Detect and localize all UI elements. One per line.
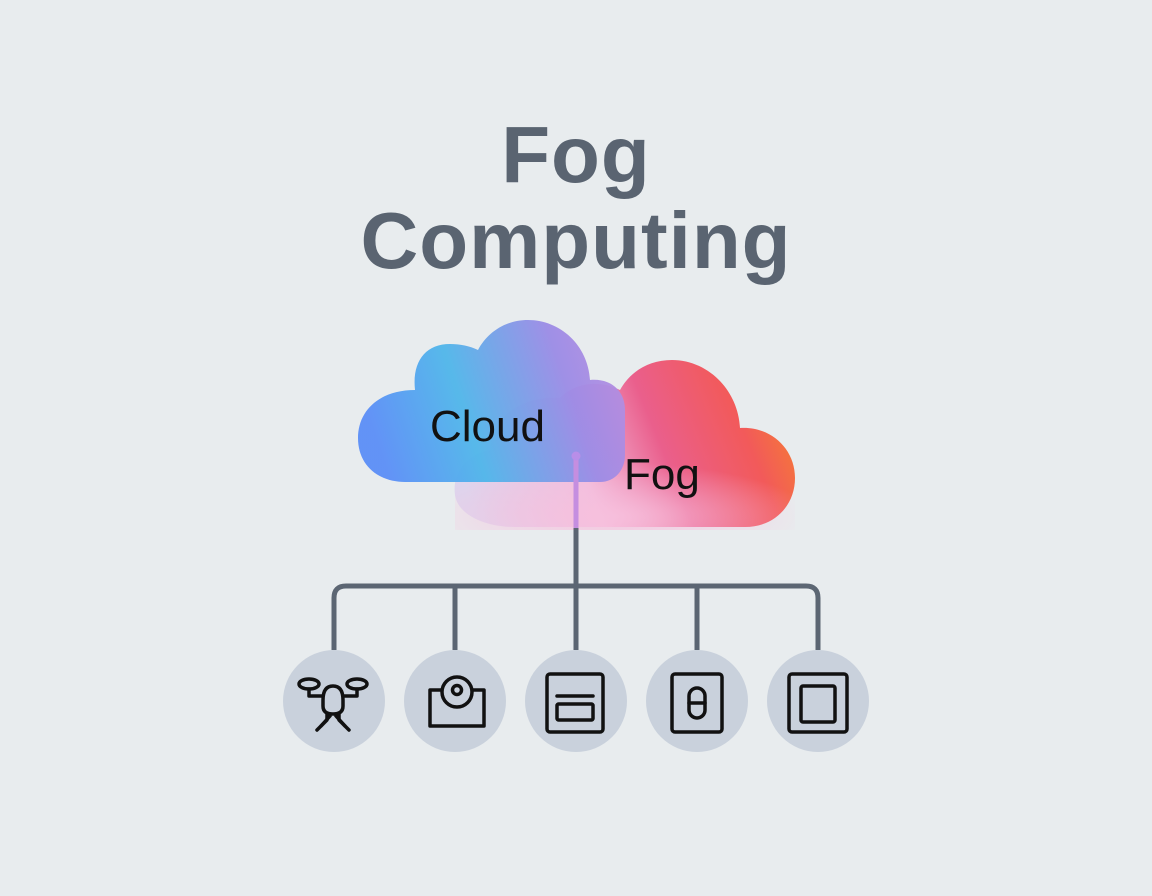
title-line-2: Computing	[360, 196, 792, 285]
sensor-icon	[670, 672, 724, 734]
drone-icon	[297, 677, 369, 732]
diagram-title: Fog Computing	[0, 112, 1152, 284]
device-camera[interactable]	[404, 650, 506, 752]
cloud-label: Cloud	[430, 402, 545, 451]
connector-tree	[331, 451, 821, 650]
panel-icon	[545, 672, 605, 734]
cloud-shape	[358, 320, 625, 482]
device-display[interactable]	[767, 650, 869, 752]
device-panel[interactable]	[525, 650, 627, 752]
device-drone[interactable]	[283, 650, 385, 752]
camera-icon	[428, 675, 486, 728]
fog-label: Fog	[624, 450, 700, 499]
device-sensor[interactable]	[646, 650, 748, 752]
display-icon	[787, 672, 849, 734]
title-line-1: Fog	[501, 110, 651, 199]
